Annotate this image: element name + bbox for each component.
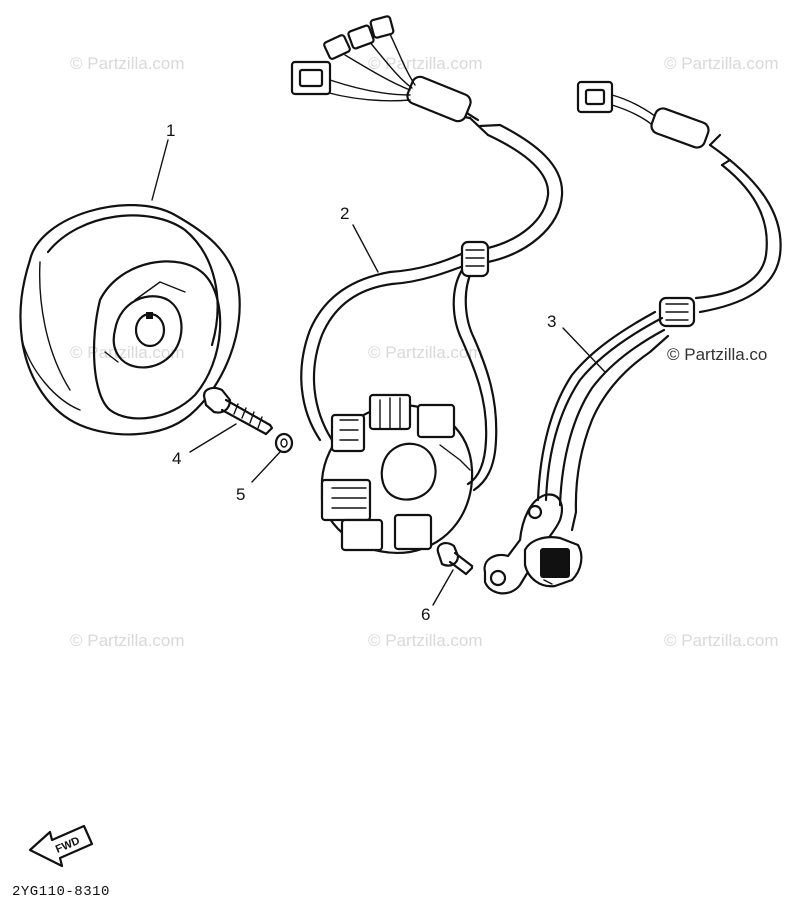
watermark-mid-right: © Partzilla.co xyxy=(667,345,767,364)
leader-5 xyxy=(251,451,281,483)
drawing-code: 2YG110-8310 xyxy=(12,884,110,900)
washer-5 xyxy=(274,432,294,454)
pickup-coil-assembly xyxy=(483,80,782,595)
watermark-bottom-center: © Partzilla.com xyxy=(368,631,483,650)
screw-6 xyxy=(436,542,474,576)
leader-2 xyxy=(352,224,379,273)
leader-1 xyxy=(151,139,169,201)
watermark-mid-center: © Partzilla.com xyxy=(368,343,483,362)
callout-5: 5 xyxy=(236,485,245,504)
leader-6 xyxy=(432,569,454,606)
fwd-arrow: FWD xyxy=(28,824,94,868)
watermark-top-right: © Partzilla.com xyxy=(664,54,779,73)
bolt-4 xyxy=(202,386,274,436)
watermark-top-left: © Partzilla.com xyxy=(70,54,185,73)
leader-3 xyxy=(562,327,606,373)
callout-6: 6 xyxy=(421,605,430,624)
leader-4 xyxy=(189,423,237,453)
watermark-bottom-left: © Partzilla.com xyxy=(70,631,185,650)
watermark-bottom-right: © Partzilla.com xyxy=(664,631,779,650)
watermark-top-center: © Partzilla.com xyxy=(368,54,483,73)
stator-assembly xyxy=(290,15,564,555)
callout-4: 4 xyxy=(172,449,181,468)
callouts: 1 2 3 4 5 6 xyxy=(166,121,556,624)
callout-1: 1 xyxy=(166,121,175,140)
flywheel-rotor xyxy=(19,204,241,436)
leader-lines xyxy=(151,139,606,606)
watermarks: © Partzilla.com © Partzilla.com © Partzi… xyxy=(70,54,779,650)
callout-3: 3 xyxy=(547,312,556,331)
callout-2: 2 xyxy=(340,204,349,223)
watermark-mid-left: © Partzilla.com xyxy=(70,343,185,362)
